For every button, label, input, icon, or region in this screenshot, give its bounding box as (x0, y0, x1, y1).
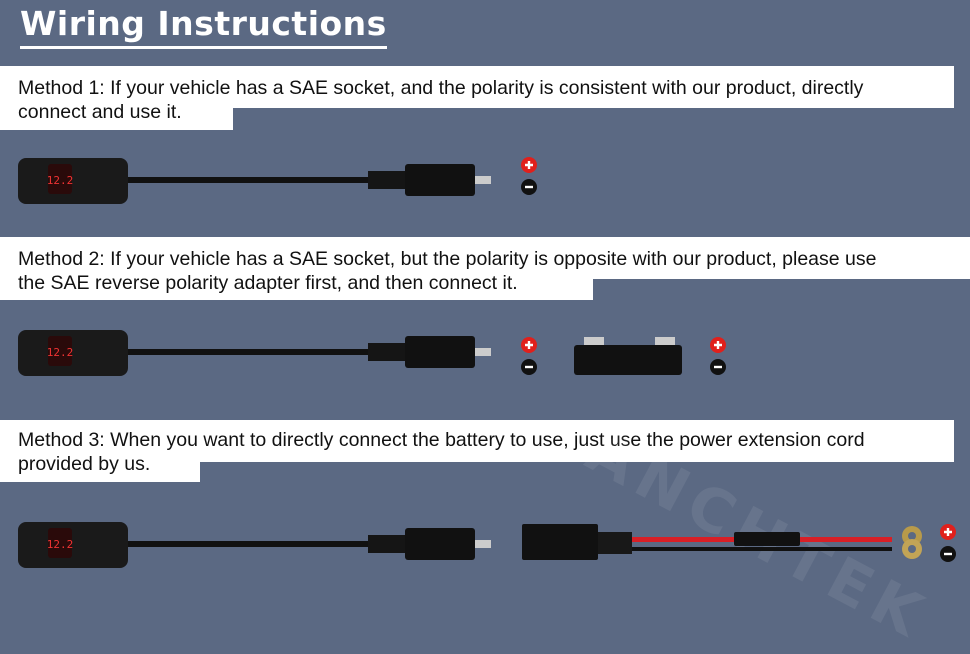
display-readout: 12.2 (47, 346, 74, 359)
method-1-box-tail (0, 100, 233, 130)
method-3-line1: Method 3: When you want to directly conn… (18, 429, 865, 451)
method-1-cable: 12.2 (18, 158, 491, 204)
method-3-cable: 12.2 (18, 522, 491, 568)
method-2-cable: 12.2 (18, 330, 491, 376)
method-3-line2: provided by us. (18, 453, 151, 475)
plus-icon (519, 335, 539, 377)
method-1-line1: Method 1: If your vehicle has a SAE sock… (18, 77, 864, 99)
display-readout: 12.2 (47, 538, 74, 551)
cable-illustrations: 12.2 12.2 12.2 (18, 155, 958, 568)
plus-icon (708, 335, 728, 377)
plus-icon (519, 155, 539, 197)
method-2-line1: Method 2: If your vehicle has a SAE sock… (18, 248, 877, 270)
method-3-text: Method 3: When you want to directly conn… (18, 428, 865, 476)
method-2-box-tail (0, 270, 593, 300)
display-readout: 12.2 (47, 174, 74, 187)
method-2-text: Method 2: If your vehicle has a SAE sock… (18, 247, 876, 295)
extension-cord (522, 524, 922, 560)
plus-icon (938, 522, 958, 564)
reverse-polarity-adapter (574, 337, 682, 375)
method-3-box-tail (0, 452, 200, 482)
method-1-text: Method 1: If your vehicle has a SAE sock… (18, 76, 863, 124)
method-1-line2: connect and use it. (18, 101, 182, 123)
page-title: Wiring Instructions (20, 4, 387, 49)
method-2-line2: the SAE reverse polarity adapter first, … (18, 272, 518, 294)
